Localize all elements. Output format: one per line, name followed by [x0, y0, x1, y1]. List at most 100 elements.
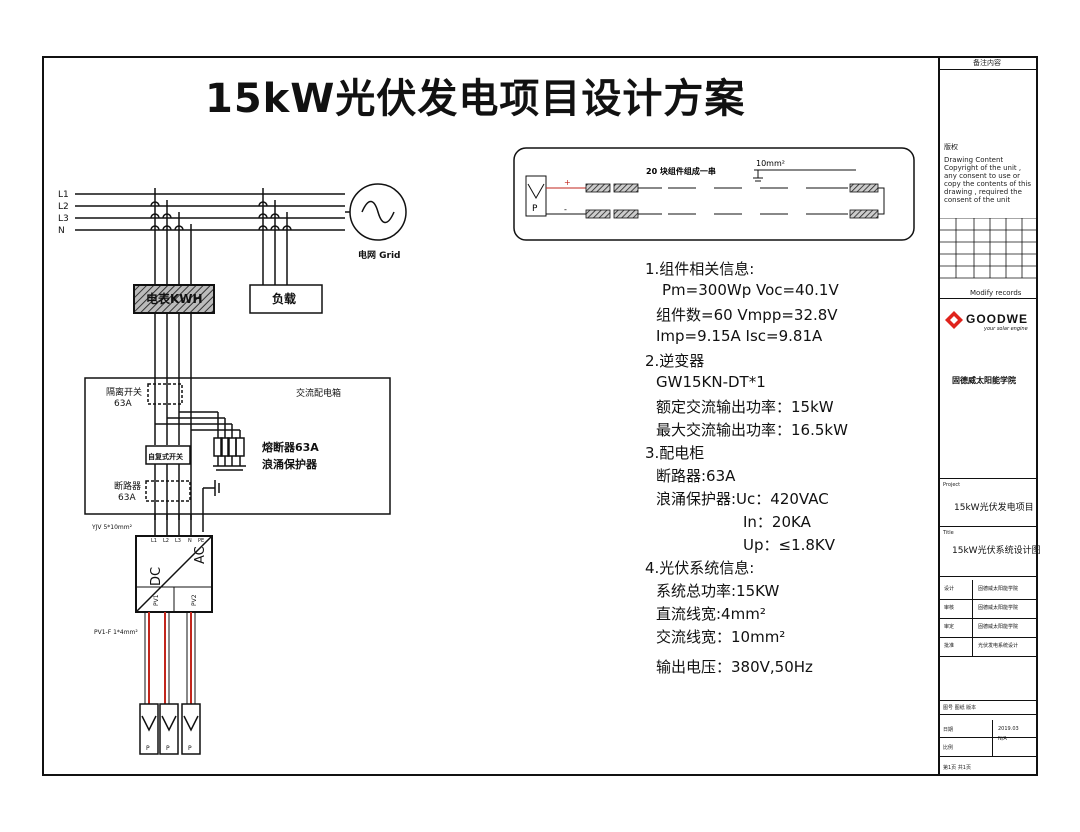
title-block — [938, 56, 1038, 776]
tb-divider-5 — [938, 700, 1038, 701]
tb-sign-role: 审核 — [944, 605, 955, 611]
terminal-pe: PE — [198, 538, 204, 544]
spec-max-power: 最大交流输出功率：16.5kW — [656, 421, 848, 439]
line-label-l1: L1 — [58, 190, 69, 200]
string-caption: 20 块组件组成一串 — [646, 166, 716, 176]
spec-ac-cable: 交流线宽：10mm² — [656, 628, 786, 646]
single-line-diagram: L1 L2 L3 N 电网 Grid 电表KWH 负载 交流配电箱 隔离开关 6… — [58, 183, 407, 755]
spec-module-power: Pm=300Wp Voc=40.1V — [662, 281, 839, 299]
line-label-n: N — [58, 226, 65, 236]
tb-sign-role: 批准 — [944, 643, 955, 649]
tb-divider-7 — [938, 756, 1038, 757]
tb-date-col-divider — [992, 720, 993, 756]
tb-page-label: 第1页 共1页 — [943, 765, 971, 771]
spec-dc-cable: 直流线宽:4mm² — [656, 605, 766, 623]
tb-scale-label: 比例 — [943, 745, 954, 751]
panel-letter-2: P — [166, 745, 170, 752]
tb-sign-row: 批准 光伏发电系统设计 — [938, 637, 1038, 657]
spec-spd-in: In：20KA — [743, 513, 811, 531]
tb-header-row: 备注内容 — [938, 56, 1038, 70]
string-plus: + — [564, 178, 571, 187]
tb-divider-4 — [938, 576, 1038, 577]
tb-divider-3 — [938, 526, 1038, 527]
line-label-l3: L3 — [58, 214, 69, 224]
tb-modify-records: Modify records — [970, 289, 1022, 297]
tb-date-row-divider — [938, 737, 1038, 738]
ac-cable-label: YJV 5*10mm² — [91, 524, 133, 531]
tb-project: 15kW光伏发电项目 — [954, 503, 1034, 513]
tb-copyright-label: 版权 — [944, 143, 958, 151]
terminal-l2: L2 — [163, 538, 169, 544]
tb-sign-row: 审定 固德威太阳能学院 — [938, 618, 1038, 638]
ac-box-label: 交流配电箱 — [296, 387, 341, 399]
tb-sign-name: 固德威太阳能学院 — [978, 624, 1019, 630]
panel-letter-1: P — [146, 745, 150, 752]
tb-scale-value: N/A — [998, 736, 1007, 742]
tb-bottom-note: 图号 图纸 版本 — [943, 705, 977, 711]
line-label-l2: L2 — [58, 202, 69, 212]
tb-sign-role: 审定 — [944, 624, 955, 630]
tb-brand-slogan: your solar engine — [984, 326, 1028, 332]
pv2-label: PV2 — [191, 594, 198, 606]
inverter-dc-label: DC — [149, 567, 164, 586]
tb-header: 备注内容 — [973, 59, 1001, 67]
tb-project-label: Project — [943, 482, 961, 488]
spec-section-4: 4.光伏系统信息: — [645, 559, 755, 577]
tb-divider-2 — [938, 478, 1038, 479]
spec-section-3: 3.配电柜 — [645, 444, 705, 462]
spec-breaker: 断路器:63A — [656, 467, 736, 485]
tb-sign-row: 设计 固德威太阳能学院 — [938, 580, 1038, 600]
tb-sign-role: 设计 — [944, 586, 955, 592]
tb-divider-1 — [938, 298, 1038, 299]
tb-academy: 固德威太阳能学院 — [952, 376, 1016, 385]
grid-label: 电网 Grid — [358, 249, 401, 261]
string-cable-label: 10mm² — [756, 159, 785, 168]
tb-drawing: 15kW光伏系统设计图 — [952, 546, 1041, 556]
spec-module-current: Imp=9.15A Isc=9.81A — [656, 327, 823, 345]
isolator-rating: 63A — [114, 399, 132, 409]
drawing-frame — [42, 56, 1038, 776]
tb-sign-row: 审核 固德威太阳能学院 — [938, 599, 1038, 619]
tb-sign-table: 设计 固德威太阳能学院 审核 固德威太阳能学院 审定 固德威太阳能学院 批准 光… — [938, 580, 1038, 657]
meter-label: 电表KWH — [146, 291, 203, 306]
tb-sign-name: 光伏发电系统设计 — [978, 643, 1019, 649]
breaker-rating: 63A — [118, 493, 136, 503]
tb-sign-name: 固德威太阳能学院 — [978, 605, 1019, 611]
terminal-l3: L3 — [175, 538, 181, 544]
tb-sign-col-divider — [972, 580, 973, 656]
string-minus: - — [564, 205, 567, 214]
terminal-l1: L1 — [151, 538, 157, 544]
tb-sign-name: 固德威太阳能学院 — [978, 586, 1019, 592]
fuse-label: 熔断器63A — [262, 440, 319, 454]
auto-reset-label: 自复式开关 — [148, 452, 183, 461]
spec-module-count: 组件数=60 Vmpp=32.8V — [656, 306, 838, 324]
goodwe-logo-icon — [945, 311, 963, 329]
spec-rated-power: 额定交流输出功率：15kW — [656, 398, 834, 416]
tb-brand: GOODWE — [966, 312, 1028, 326]
inverter-ac-label: AC — [193, 546, 208, 564]
string-diagram: 20 块组件组成一串 10mm² + - P — [513, 147, 915, 241]
spec-section-1: 1.组件相关信息: — [645, 260, 755, 278]
tb-divider-6 — [938, 714, 1038, 715]
dc-cable-label: PV1-F 1*4mm² — [94, 629, 138, 636]
breaker-label: 断路器 — [114, 480, 141, 492]
load-label: 负载 — [272, 291, 296, 306]
terminal-n: N — [188, 538, 192, 544]
spd-label: 浪涌保护器 — [262, 457, 318, 471]
spec-output-voltage: 输出电压：380V,50Hz — [656, 658, 813, 676]
isolator-label: 隔离开关 — [106, 386, 142, 398]
pv1-label: PV1 — [153, 594, 160, 606]
tb-date-value: 2019.03 — [998, 726, 1019, 732]
tb-revision-grid — [938, 218, 1038, 279]
tb-copyright: Drawing Content Copyright of the unit , … — [944, 156, 1032, 204]
tb-drawing-label: Title — [943, 530, 954, 536]
panel-letter-3: P — [188, 745, 192, 752]
tb-date-grid — [938, 720, 1038, 756]
spec-total-power: 系统总功率:15KW — [656, 582, 780, 600]
spec-spd-uc: 浪涌保护器:Uc：420VAC — [656, 490, 829, 508]
tb-date-label: 日期 — [943, 727, 954, 733]
spec-spd-up: Up：≤1.8KV — [743, 536, 836, 554]
spec-section-2: 2.逆变器 — [645, 352, 705, 370]
string-panel-letter: P — [532, 204, 538, 214]
spec-inverter-model: GW15KN-DT*1 — [656, 373, 766, 391]
